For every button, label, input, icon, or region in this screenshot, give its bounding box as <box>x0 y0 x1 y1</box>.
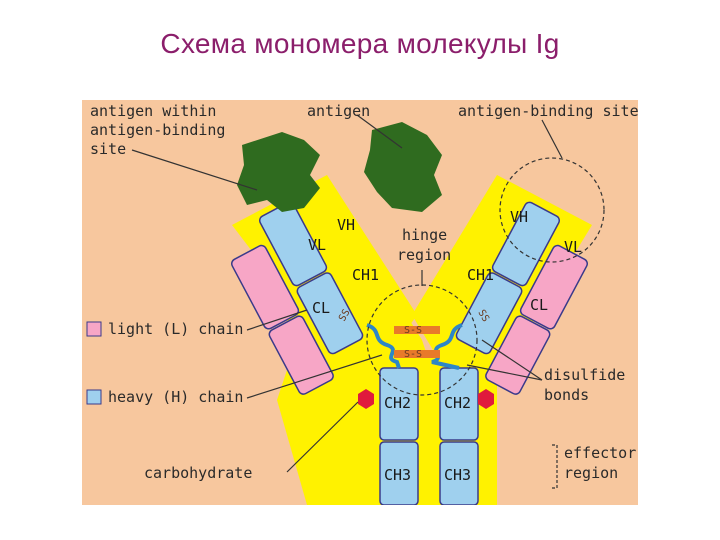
label-antigen: antigen <box>307 102 370 120</box>
ch3-right-domain <box>439 441 479 505</box>
cl-right-domain <box>485 315 551 395</box>
ch3-left-domain <box>379 441 419 505</box>
leader-effector <box>552 444 558 489</box>
label-antigen-within-2: antigen-binding <box>90 121 225 139</box>
leader-disulfide-1 <box>481 339 543 381</box>
carbohydrate-right-icon <box>478 389 494 409</box>
diagram-panel: S-S S-S SS SS antigen within antigen-bin… <box>82 100 638 505</box>
label-heavy-chain: heavy (H) chain <box>108 388 243 406</box>
hinge-chain-left <box>366 323 401 369</box>
leader-heavy-chain <box>246 354 383 399</box>
cl-left-domain <box>268 315 334 395</box>
label-effector-1: effector <box>564 444 636 462</box>
label-hinge-1: hinge <box>402 226 447 244</box>
label-carbohydrate: carbohydrate <box>144 464 252 482</box>
antigen-center-shape <box>364 122 442 212</box>
vl-left-label: VL <box>308 236 326 254</box>
ch1-right-label: CH1 <box>467 266 494 284</box>
ch2-right-label: CH2 <box>444 394 471 412</box>
label-effector-2: region <box>564 464 618 482</box>
antigen-left-shape <box>237 132 320 212</box>
page-title: Схема мономера молекулы Ig <box>160 28 560 59</box>
leader-antigen <box>356 114 403 149</box>
light-chain-swatch <box>86 321 102 337</box>
label-light-chain: light (L) chain <box>108 320 243 338</box>
antigen-binding-site-circle <box>499 157 605 263</box>
vl-right-domain <box>519 244 589 330</box>
hinge-bond-top <box>394 326 440 334</box>
vl-right-label: VL <box>564 238 582 256</box>
carbohydrate-left-icon <box>358 389 374 409</box>
leader-light-chain <box>246 309 308 331</box>
label-hinge-2: region <box>397 246 451 264</box>
cl-right-label: CL <box>530 296 548 314</box>
leader-disulfide-2 <box>466 364 543 381</box>
hinge-chain-right <box>431 323 463 370</box>
label-antigen-within-3: site <box>90 140 126 158</box>
ch1-left-domain <box>296 272 364 355</box>
antibody-diagram: S-S S-S SS SS antigen within antigen-bin… <box>86 102 638 505</box>
ss-bottom-label: S-S <box>404 349 422 360</box>
label-antigen-binding-site: antigen-binding site <box>458 102 638 120</box>
ss-top-label: S-S <box>404 325 422 336</box>
vh-left-label: VH <box>337 216 355 234</box>
hinge-bond-bottom <box>394 350 440 358</box>
ch2-left-label: CH2 <box>384 394 411 412</box>
cl-left-label: CL <box>312 299 330 317</box>
left-arm <box>230 201 364 395</box>
label-disulfide-2: bonds <box>544 386 589 404</box>
ss-left-label: SS <box>337 308 353 324</box>
ch3-right-label: CH3 <box>444 466 471 484</box>
leader-antigen-within <box>131 149 258 191</box>
leader-antigen-binding-site <box>541 119 563 159</box>
ch3-left-label: CH3 <box>384 466 411 484</box>
hinge-area: S-S S-S SS SS <box>337 308 491 370</box>
leader-carbohydrate <box>286 401 359 473</box>
heavy-chain-swatch <box>86 389 102 405</box>
vl-left-domain <box>230 244 300 330</box>
label-disulfide-1: disulfide <box>544 366 625 384</box>
vh-right-domain <box>491 201 561 287</box>
ch1-left-label: CH1 <box>352 266 379 284</box>
hinge-region-circle <box>366 284 478 396</box>
leader-lines <box>131 114 563 489</box>
ch1-right-domain <box>455 272 523 355</box>
ss-right-label: SS <box>475 308 491 324</box>
vh-left-domain <box>258 201 328 287</box>
right-arm <box>455 201 589 395</box>
vh-right-label: VH <box>510 208 528 226</box>
label-antigen-within-1: antigen within <box>90 102 216 120</box>
